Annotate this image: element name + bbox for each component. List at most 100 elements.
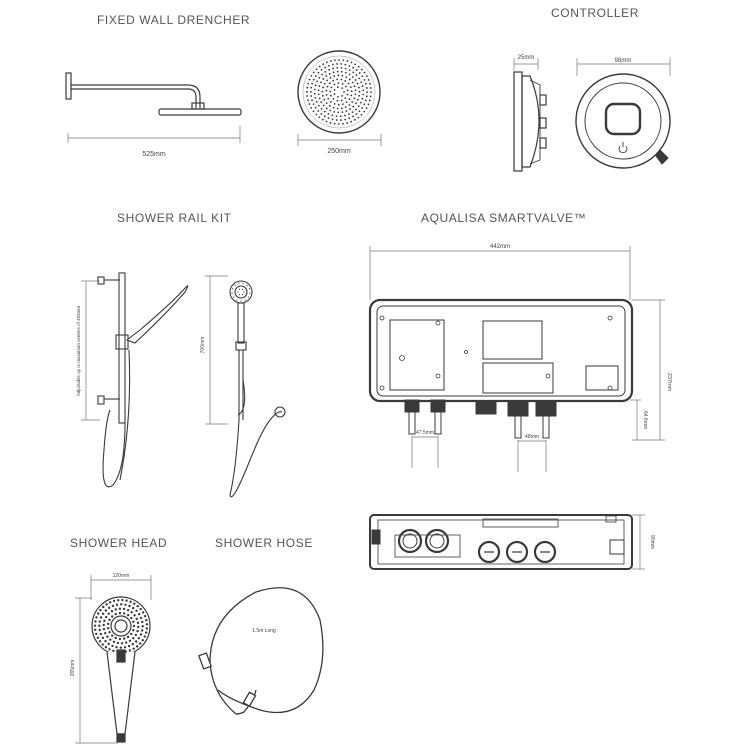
nozzle-dot (348, 104, 351, 106)
nozzle-dot (336, 95, 339, 98)
nozzle-dot (247, 296, 250, 298)
nozzle-dot (126, 608, 130, 612)
nozzle-dot (310, 106, 313, 109)
nozzle-dot (116, 641, 120, 645)
nozzle-dot (341, 74, 344, 77)
nozzle-dot (332, 106, 335, 109)
nozzle-dot (308, 103, 311, 105)
nozzle-dot (246, 284, 248, 286)
nozzle-dot (108, 630, 111, 634)
nozzle-dot (354, 63, 357, 66)
nozzle-dot (139, 616, 143, 620)
nozzle-dot (369, 95, 372, 98)
nozzle-dot (124, 641, 128, 644)
nozzle-dot (356, 82, 359, 85)
nozzle-dot (134, 640, 138, 643)
nozzle-dot (107, 642, 110, 646)
nozzle-dot (330, 86, 333, 89)
nozzle-dot (345, 101, 348, 104)
nozzle-dot (363, 103, 366, 106)
nozzle-dot (344, 97, 347, 100)
nozzle-dot (351, 101, 354, 103)
nozzle-dot (108, 648, 111, 651)
nozzle-dot (107, 612, 110, 615)
nozzle-dot (332, 67, 334, 70)
rail-kit-front-view (229, 280, 286, 498)
head-width-dimension: 120mm (90, 573, 152, 600)
nozzle-dot (355, 74, 358, 77)
controller-dimension-depth: 25mm (513, 55, 539, 70)
nozzle-dot (120, 642, 124, 645)
nozzle-dot (102, 623, 105, 627)
nozzle-dot (111, 615, 114, 618)
nozzle-dot (132, 629, 135, 632)
nozzle-dot (320, 81, 322, 84)
nozzle-dot (340, 66, 343, 69)
nozzle-dot (364, 99, 367, 102)
nozzle-dot (348, 64, 351, 67)
nozzle-dot (249, 292, 251, 294)
nozzle-dot (104, 639, 107, 643)
nozzle-dot (322, 86, 324, 89)
nozzle-dot (248, 288, 250, 290)
nozzle-dot (323, 110, 326, 113)
nozzle-dot (133, 602, 136, 605)
drencher-width-dimension: 525mm (67, 126, 241, 158)
hose-length-label: 1.5m Long (252, 628, 276, 634)
nozzle-dot (94, 620, 97, 623)
nozzle-dot (327, 64, 330, 67)
nozzle-dot (307, 99, 309, 102)
nozzle-dot (358, 72, 361, 74)
nozzle-dot (108, 601, 112, 604)
nozzle-dot (361, 75, 364, 78)
nozzle-dot (118, 611, 122, 615)
nozzle-dot (341, 111, 344, 114)
nozzle-dot (354, 79, 357, 81)
nozzle-dot (111, 604, 115, 608)
nozzle-dot (99, 616, 103, 619)
nozzle-dot (327, 97, 330, 100)
nozzle-dot (343, 91, 345, 93)
nozzle-dot (326, 61, 328, 64)
nozzle-dot (143, 635, 146, 638)
nozzle-dot (128, 639, 132, 643)
nozzle-dot (345, 76, 348, 79)
nozzle-dot (315, 101, 318, 103)
section-title-shower-hose: SHOWER HOSE (215, 536, 313, 550)
nozzle-dot (325, 102, 328, 104)
nozzle-dot (104, 615, 108, 619)
nozzle-dot (346, 60, 349, 63)
head-length-label: 265mm (70, 660, 76, 677)
valve-height-dimension: 237mm 64.6mm (630, 299, 672, 441)
nozzle-dot (358, 110, 361, 113)
nozzle-dot (317, 93, 320, 96)
nozzle-dot (239, 285, 241, 287)
valve-depth-label: 90mm (649, 535, 655, 549)
nozzle-dot (318, 116, 321, 119)
nozzle-dot (233, 296, 235, 298)
nozzle-dot (128, 649, 132, 652)
nozzle-dot (336, 107, 339, 110)
nozzle-dot (345, 110, 348, 112)
nozzle-dot (104, 609, 108, 612)
nozzle-dot (312, 71, 315, 74)
nozzle-dot (114, 636, 117, 640)
nozzle-dot (355, 69, 358, 71)
nozzle-dot (366, 91, 369, 94)
shower-head-drawing (91, 596, 151, 743)
nozzle-dot (369, 87, 372, 89)
nozzle-dot (114, 612, 117, 616)
nozzle-dot (340, 107, 343, 110)
nozzle-dot (96, 612, 100, 615)
nozzle-dot (141, 620, 144, 624)
nozzle-dot (361, 107, 364, 109)
nozzle-dot (134, 633, 138, 637)
nozzle-dot (335, 119, 338, 121)
nozzle-dot (355, 113, 358, 115)
nozzle-dot (337, 111, 340, 114)
nozzle-dot (112, 640, 116, 644)
nozzle-dot (130, 611, 133, 614)
nozzle-dot (362, 89, 365, 92)
nozzle-dot (244, 299, 246, 301)
nozzle-dot (333, 83, 336, 86)
